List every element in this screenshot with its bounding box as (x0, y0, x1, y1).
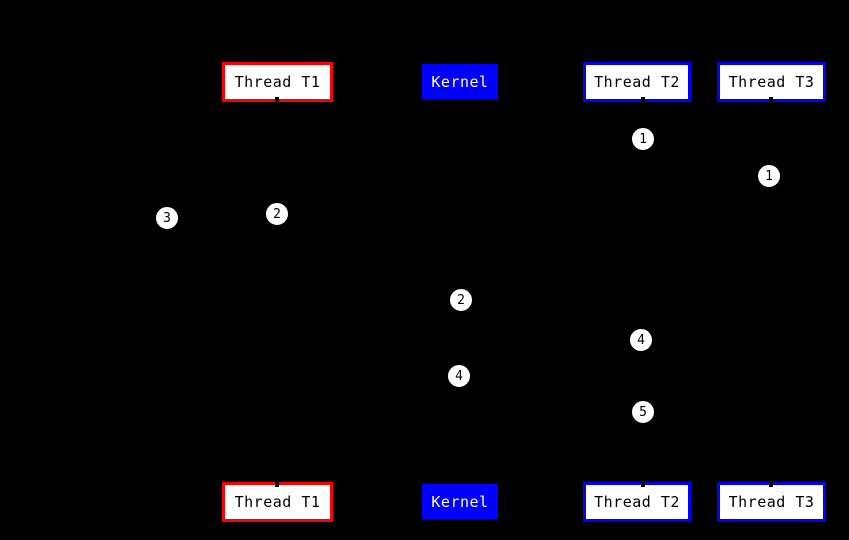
event-marker-label: 1 (639, 131, 647, 147)
entity-label-thread-t3: Thread T3 (728, 493, 815, 511)
event-marker-4-kernel: 4 (447, 364, 471, 388)
event-marker-3-left-of-thread-t1: 3 (155, 206, 179, 230)
entity-label-thread-t2: Thread T2 (594, 73, 680, 91)
entity-label-thread-t1: Thread T1 (234, 493, 321, 511)
event-marker-label: 4 (455, 368, 463, 384)
event-marker-1-thread-t2: 1 (631, 127, 655, 151)
entity-box-thread-t1-top: Thread T1 (222, 62, 333, 105)
event-marker-1-thread-t3: 1 (757, 164, 781, 188)
entity-label-thread-t3: Thread T3 (728, 73, 815, 91)
entity-label-kernel: Kernel (431, 492, 489, 511)
entity-box-kernel-bottom: Kernel (422, 484, 498, 519)
entity-box-thread-t1-bottom: Thread T1 (222, 479, 333, 522)
entity-label-kernel: Kernel (431, 72, 489, 91)
event-marker-label: 4 (637, 332, 645, 348)
event-marker-2-thread-t1: 2 (265, 202, 289, 226)
entity-box-kernel-top: Kernel (422, 64, 498, 99)
event-marker-label: 1 (765, 168, 773, 184)
entity-box-thread-t3-top: Thread T3 (717, 62, 826, 105)
event-marker-label: 5 (639, 404, 647, 420)
entity-label-thread-t1: Thread T1 (234, 73, 321, 91)
entity-box-thread-t2-top: Thread T2 (583, 62, 691, 105)
entity-label-thread-t2: Thread T2 (594, 493, 680, 511)
event-marker-2-kernel: 2 (449, 288, 473, 312)
entity-box-thread-t3-bottom: Thread T3 (717, 479, 826, 522)
event-marker-label: 2 (457, 292, 465, 308)
entity-box-thread-t2-bottom: Thread T2 (583, 479, 691, 522)
event-marker-label: 2 (273, 206, 281, 222)
event-marker-label: 3 (163, 210, 171, 226)
event-marker-4-thread-t2: 4 (629, 328, 653, 352)
event-marker-5-thread-t2: 5 (631, 400, 655, 424)
